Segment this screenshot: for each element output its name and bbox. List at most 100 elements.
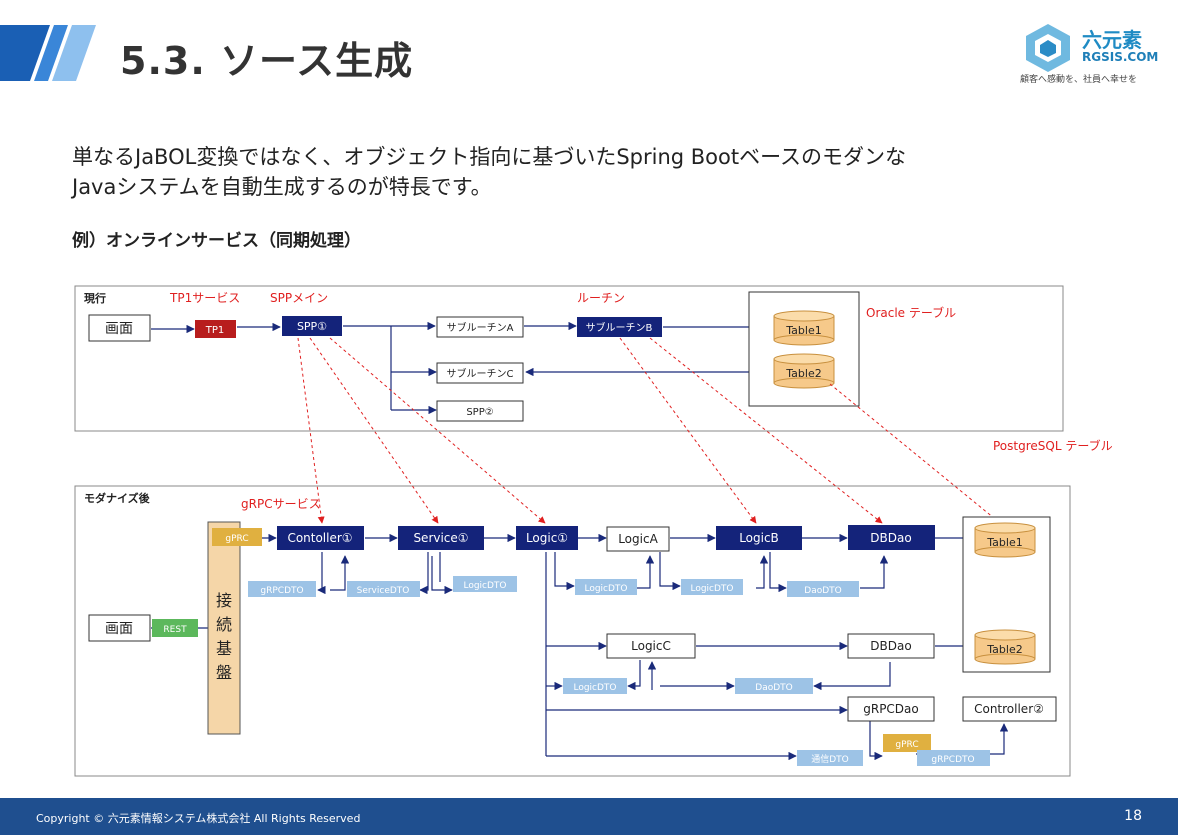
logic-dto-text-1: LogicDTO: [463, 581, 506, 591]
page-number: 18: [1124, 808, 1142, 824]
gprc-out-chip: [883, 734, 931, 752]
page-title: 5.3. ソース生成: [120, 39, 414, 83]
service1-text: Service①: [413, 531, 468, 545]
tsushin-dto-chip: [797, 750, 863, 766]
tp1-text: TP1: [205, 325, 225, 336]
tsushin-dto-text: 通信DTO: [811, 753, 849, 765]
rest-box: [152, 619, 198, 637]
logic-dto-chip-2: [575, 579, 637, 595]
connection-base-box: [207, 521, 241, 735]
grpcdao-box: [847, 696, 935, 722]
current-screen-text: 画面: [105, 321, 133, 337]
dbdao1-box: [848, 525, 935, 550]
tp1-box: [195, 320, 236, 338]
logic1-box: [516, 526, 578, 550]
logo-mark-icon: [1026, 24, 1070, 72]
footer-copyright: Copyright © 六元素情報システム株式会社 All Rights Res…: [36, 812, 361, 825]
dao-dto-chip-1: [787, 581, 859, 597]
logo-tagline: 顧客へ感動を、社員へ幸せを: [1020, 75, 1138, 85]
sub-a-text: サブルーチンA: [447, 321, 514, 334]
logic-dto-chip-3: [681, 579, 743, 595]
service-dto-chip: [347, 581, 420, 597]
oracle-table2-cylinder: [773, 353, 835, 389]
dao-dto-text-2: DaoDTO: [755, 683, 792, 693]
base-char-2: 続: [216, 615, 232, 634]
sub-b-box: [577, 317, 662, 337]
spp1-box: [282, 316, 342, 336]
postgres-label: PostgreSQL テーブル: [993, 438, 1113, 453]
gprc-out-text: gPRC: [895, 740, 918, 750]
example-heading: 例）オンラインサービス（同期処理）: [72, 231, 361, 251]
current-panel-label: 現行: [84, 291, 106, 305]
logicC-text: LogicC: [631, 639, 671, 653]
grpc-dto-text-2: gRPCDTO: [931, 755, 974, 765]
logic-dto-text-3: LogicDTO: [690, 584, 733, 594]
grpc-dto-text: gRPCDTO: [260, 586, 303, 596]
postgres-table1-cylinder: [974, 522, 1036, 558]
current-panel: [74, 285, 1064, 432]
base-char-1: 接: [216, 591, 232, 610]
dbdao2-text: DBDao: [870, 639, 911, 653]
logic-dto-text-2: LogicDTO: [584, 584, 627, 594]
company-logo: 六元素 RGSIS.COM 顧客へ感動を、社員へ幸せを: [1016, 20, 1159, 90]
sub-c-box: [436, 362, 524, 384]
dbdao2-box: [847, 633, 935, 659]
spp-main-label: SPPメイン: [270, 291, 328, 305]
current-screen-box: [88, 314, 151, 342]
current-connectors: [151, 321, 774, 415]
controller2-box: [962, 696, 1057, 722]
logicB-text: LogicB: [739, 531, 779, 545]
routine-label: ルーチン: [577, 291, 625, 305]
dao-dto-text-1: DaoDTO: [804, 586, 841, 596]
postgres-table2-cylinder: [974, 629, 1036, 665]
oracle-table1-cylinder: [773, 310, 835, 346]
tp1-service-label: TP1サービス: [169, 291, 240, 305]
sub-c-text: サブルーチンC: [447, 367, 514, 380]
service1-box: [398, 526, 484, 550]
mapping-arrows: [297, 337, 1001, 524]
modern-screen-box: [88, 614, 151, 642]
oracle-table2-text: Table2: [785, 367, 821, 380]
gprc-in-box: [212, 528, 262, 546]
modern-panel-label: モダナイズ後: [84, 491, 151, 505]
postgres-table2-text: Table2: [986, 643, 1022, 656]
postgres-table1-text: Table1: [986, 536, 1022, 549]
logic-dto-chip-4: [563, 678, 627, 694]
oracle-label: Oracle テーブル: [866, 305, 956, 320]
base-char-4: 盤: [216, 663, 232, 682]
grpcdao-text: gRPCDao: [863, 702, 919, 716]
intro-text: 単なるJaBOL変換ではなく、オブジェクト指向に基づいたSpring Bootベ…: [72, 142, 1122, 202]
modern-screen-text: 画面: [105, 621, 133, 637]
dao-dto-chip-2: [735, 678, 813, 694]
spp2-box: [436, 400, 524, 422]
rest-text: REST: [163, 625, 187, 635]
logic-dto-chip-1: [453, 576, 517, 592]
oracle-frame: [748, 291, 860, 407]
controller1-box: [277, 526, 364, 550]
logic1-text: Logic①: [526, 531, 568, 545]
title-band: [0, 25, 96, 81]
sub-a-box: [436, 316, 524, 338]
spp1-text: SPP①: [297, 320, 327, 333]
sub-b-text: サブルーチンB: [586, 321, 653, 334]
gprc-in-text: gPRC: [225, 534, 248, 544]
intro-line-1: 単なるJaBOL変換ではなく、オブジェクト指向に基づいたSpring Bootベ…: [72, 145, 907, 169]
service-dto-text: ServiceDTO: [357, 586, 410, 596]
base-char-3: 基: [216, 639, 232, 658]
logicC-box: [606, 633, 696, 659]
logic-dto-text-4: LogicDTO: [573, 683, 616, 693]
logo-subtext: RGSIS.COM: [1082, 50, 1159, 64]
dbdao1-text: DBDao: [870, 531, 911, 545]
grpc-dto-chip: [248, 581, 316, 597]
logicA-text: LogicA: [618, 532, 658, 546]
logicB-box: [716, 526, 802, 550]
grpc-dto-chip-2: [917, 750, 990, 766]
footer-bar: Copyright © 六元素情報システム株式会社 All Rights Res…: [0, 798, 1178, 835]
controller1-text: Contoller①: [287, 531, 352, 545]
logicA-box: [606, 526, 670, 552]
controller2-text: Controller②: [974, 702, 1044, 716]
spp2-text: SPP②: [466, 407, 493, 418]
oracle-table1-text: Table1: [785, 324, 821, 337]
grpc-service-label: gRPCサービス: [241, 497, 321, 511]
